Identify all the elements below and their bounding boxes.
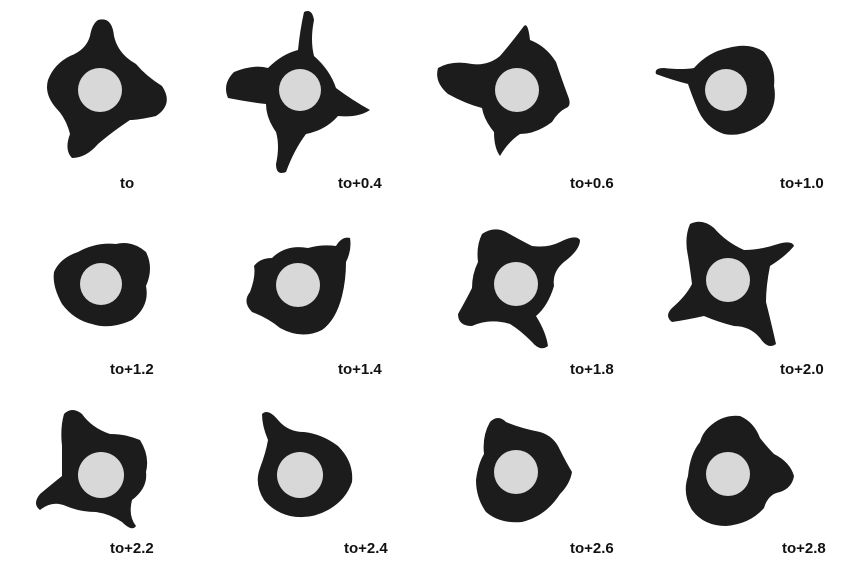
blob-image bbox=[210, 376, 420, 564]
panel-to-2.8: to+2.8 bbox=[630, 376, 840, 564]
core-circle bbox=[279, 69, 321, 111]
panel-to-1.2: to+1.2 bbox=[0, 188, 210, 376]
panel-to-0.6: to+0.6 bbox=[420, 0, 630, 188]
panel-to-1.0: to+1.0 bbox=[630, 0, 840, 188]
blob-image bbox=[420, 0, 630, 188]
time-label: to+1.4 bbox=[338, 362, 382, 377]
time-label: to+1.8 bbox=[570, 362, 614, 377]
core-circle bbox=[706, 258, 750, 302]
blob-image bbox=[0, 376, 210, 564]
core-circle bbox=[80, 263, 122, 305]
panel-to-2.4: to+2.4 bbox=[210, 376, 420, 564]
panel-to-2.2: to+2.2 bbox=[0, 376, 210, 564]
core-circle bbox=[78, 68, 122, 112]
core-circle bbox=[277, 452, 323, 498]
blob-image bbox=[630, 0, 840, 188]
time-label: to+2.4 bbox=[344, 541, 388, 556]
core-circle bbox=[706, 452, 750, 496]
time-label: to+2.2 bbox=[110, 541, 154, 556]
panel-to-0.4: to+0.4 bbox=[210, 0, 420, 188]
blob-image bbox=[420, 376, 630, 564]
panel-to: to bbox=[0, 0, 210, 188]
core-circle bbox=[78, 452, 124, 498]
panel-to-2.0: to+2.0 bbox=[630, 188, 840, 376]
core-circle bbox=[494, 450, 538, 494]
panel-to-1.8: to+1.8 bbox=[420, 188, 630, 376]
panel-to-2.6: to+2.6 bbox=[420, 376, 630, 564]
core-circle bbox=[705, 69, 747, 111]
time-label: to+2.8 bbox=[782, 541, 826, 556]
time-label: to+2.0 bbox=[780, 362, 824, 377]
core-circle bbox=[494, 262, 538, 306]
blob-image bbox=[630, 376, 840, 564]
panel-to-1.4: to+1.4 bbox=[210, 188, 420, 376]
blob-image bbox=[0, 188, 210, 376]
blob-image bbox=[210, 188, 420, 376]
time-label: to+1.2 bbox=[110, 362, 154, 377]
blob-image bbox=[630, 188, 840, 376]
core-circle bbox=[495, 68, 539, 112]
blob-image bbox=[0, 0, 210, 188]
time-label: to+2.6 bbox=[570, 541, 614, 556]
blob-image bbox=[210, 0, 420, 188]
blob-image bbox=[420, 188, 630, 376]
core-circle bbox=[276, 263, 320, 307]
